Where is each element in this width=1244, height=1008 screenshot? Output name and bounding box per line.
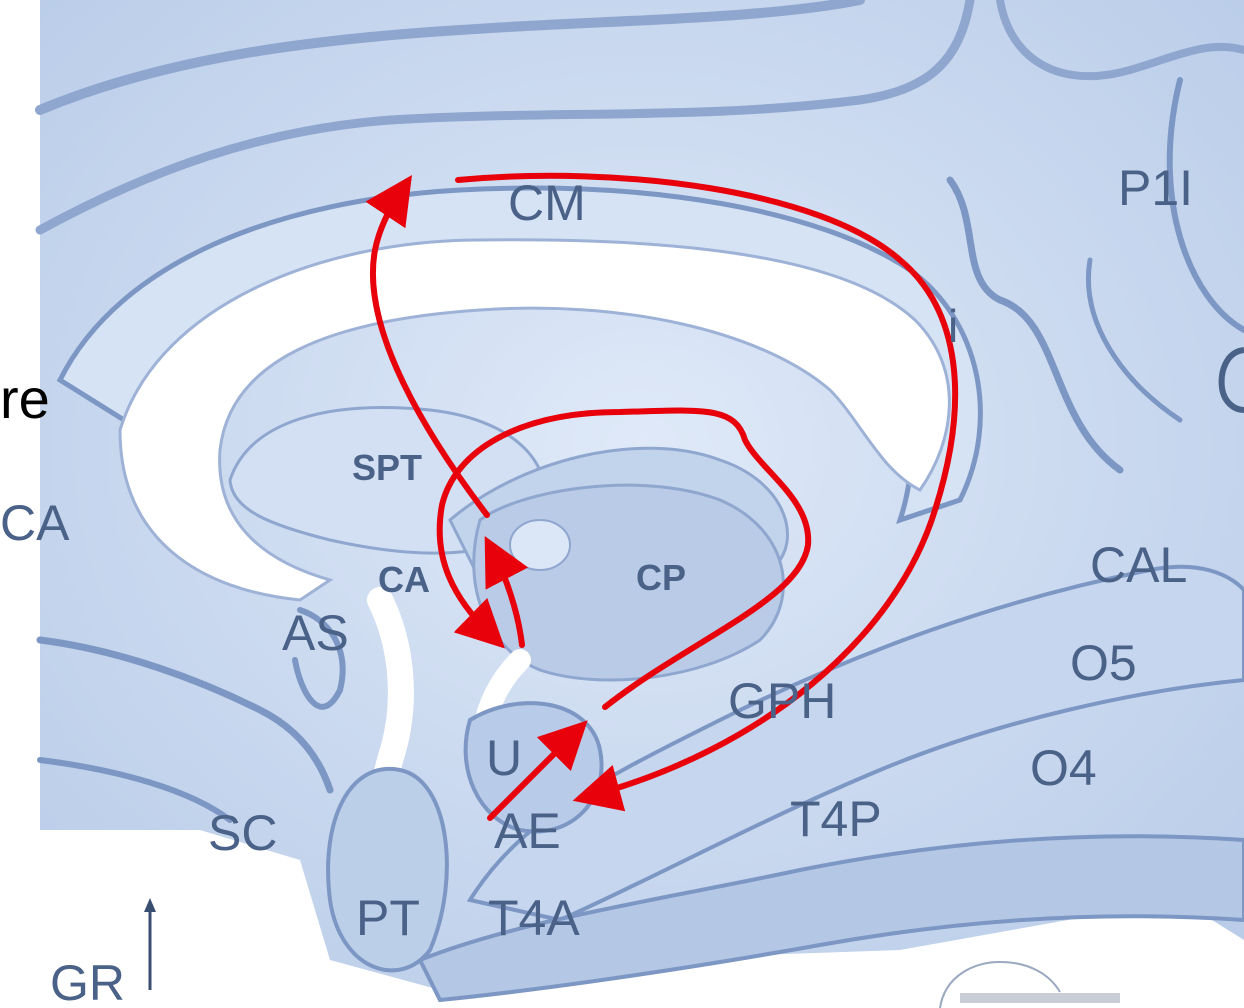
label-ae: AE	[494, 803, 561, 859]
label-ca-small: CA	[378, 559, 430, 600]
label-cp: CP	[636, 557, 686, 598]
label-cm: CM	[508, 175, 586, 231]
label-i: i	[948, 300, 958, 352]
interthalamic-nodule	[510, 520, 570, 570]
watermark-logo	[940, 962, 1120, 1008]
label-p1i: P1I	[1118, 160, 1193, 216]
label-t4a: T4A	[488, 890, 580, 946]
partial-text-re: re	[0, 367, 50, 430]
label-o4: O4	[1030, 740, 1097, 796]
label-as: AS	[282, 605, 349, 661]
gr-arrow	[144, 898, 156, 990]
label-cal: CAL	[1090, 537, 1187, 593]
label-sc: SC	[208, 805, 277, 861]
label-t4p: T4P	[790, 791, 882, 847]
label-spt: SPT	[352, 447, 422, 488]
label-gph: GPH	[728, 673, 836, 729]
label-ca-left: CA	[0, 495, 70, 551]
label-o5: O5	[1070, 635, 1137, 691]
label-pt: PT	[356, 890, 420, 946]
label-gr: GR	[50, 955, 125, 1008]
label-u: U	[486, 730, 522, 786]
